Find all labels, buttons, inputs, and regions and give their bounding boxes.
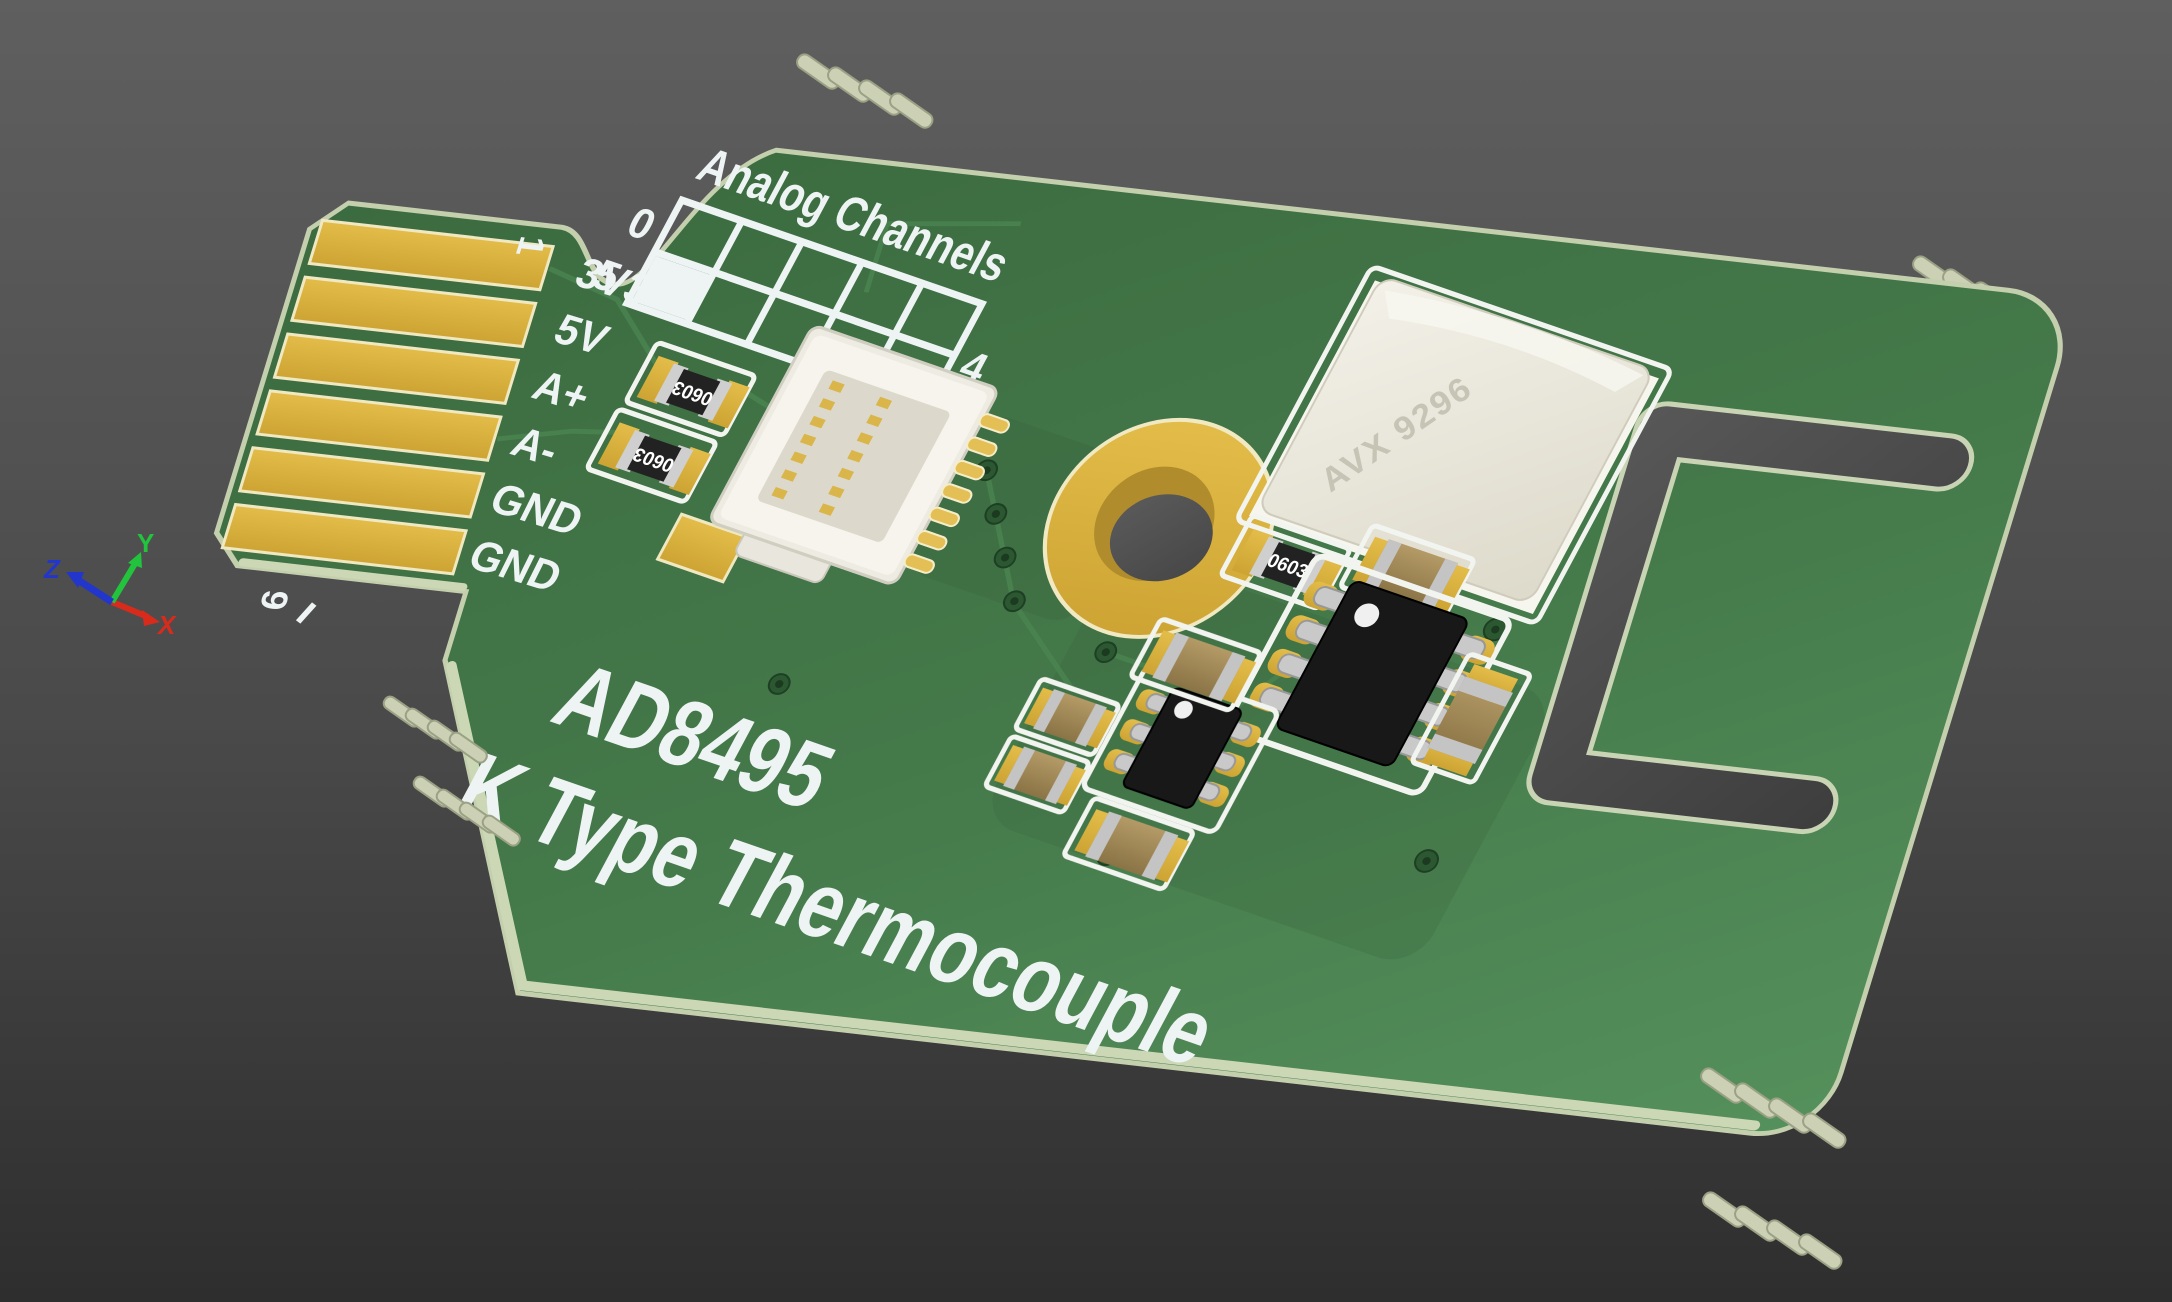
plated-hole bbox=[1042, 417, 1276, 639]
capacitor bbox=[983, 734, 1091, 815]
capacitor bbox=[1410, 652, 1532, 785]
thermocouple-block: AVX 9296 bbox=[1236, 265, 1672, 625]
pin-1-marker: 1 bbox=[508, 234, 554, 258]
pin-cluster-bottom-right-1 bbox=[1700, 1067, 1847, 1149]
capacitor bbox=[1013, 677, 1121, 757]
capacitor bbox=[1062, 796, 1195, 892]
tongue-bottom-edge bbox=[238, 558, 468, 592]
y-axis-arrow bbox=[128, 552, 142, 568]
pin-9-tick bbox=[295, 602, 317, 624]
y-axis-label: Y bbox=[137, 528, 154, 558]
connector-pins bbox=[903, 413, 1010, 574]
pin1-dot bbox=[1174, 700, 1193, 719]
axes-gizmo: X Y Z bbox=[43, 528, 177, 640]
connector-contacts bbox=[771, 380, 893, 516]
pin-cluster-bottom-left-1 bbox=[382, 695, 488, 764]
capacitor bbox=[1129, 617, 1263, 713]
board-bottom-edge bbox=[446, 661, 1761, 1131]
edge-finger bbox=[307, 218, 556, 292]
ribbon-connector bbox=[655, 325, 1010, 585]
x-axis-label: X bbox=[156, 610, 177, 640]
filled-cell bbox=[631, 255, 713, 321]
edge-finger bbox=[237, 446, 486, 519]
edge-finger bbox=[289, 275, 538, 349]
pin-cluster-bottom-left-2 bbox=[412, 775, 521, 847]
pin-cluster-top bbox=[796, 53, 934, 129]
pin-cluster-bottom-right-2 bbox=[1702, 1191, 1843, 1270]
pin1-dot bbox=[1354, 603, 1380, 628]
edge-finger bbox=[255, 389, 503, 462]
connector-pad bbox=[655, 512, 750, 584]
edge-finger bbox=[272, 332, 521, 406]
resistor-0603: 0603 bbox=[585, 407, 718, 504]
sot23-ic bbox=[1081, 665, 1279, 834]
z-axis-arrow bbox=[66, 572, 84, 588]
z-axis-label: Z bbox=[43, 554, 61, 584]
edge-connector: 3V3 5V A+ A- GND GND 1 9 bbox=[220, 218, 659, 624]
x-axis-arrow bbox=[142, 610, 160, 626]
board-cutout-slot bbox=[1526, 401, 1975, 835]
resistor-0603: 0603 bbox=[624, 340, 757, 438]
pcb-board: 3V3 5V A+ A- GND GND 1 9 Analog Channels… bbox=[213, 137, 2063, 1137]
edge-finger bbox=[220, 502, 469, 576]
pin-9-marker: 9 bbox=[251, 588, 297, 612]
